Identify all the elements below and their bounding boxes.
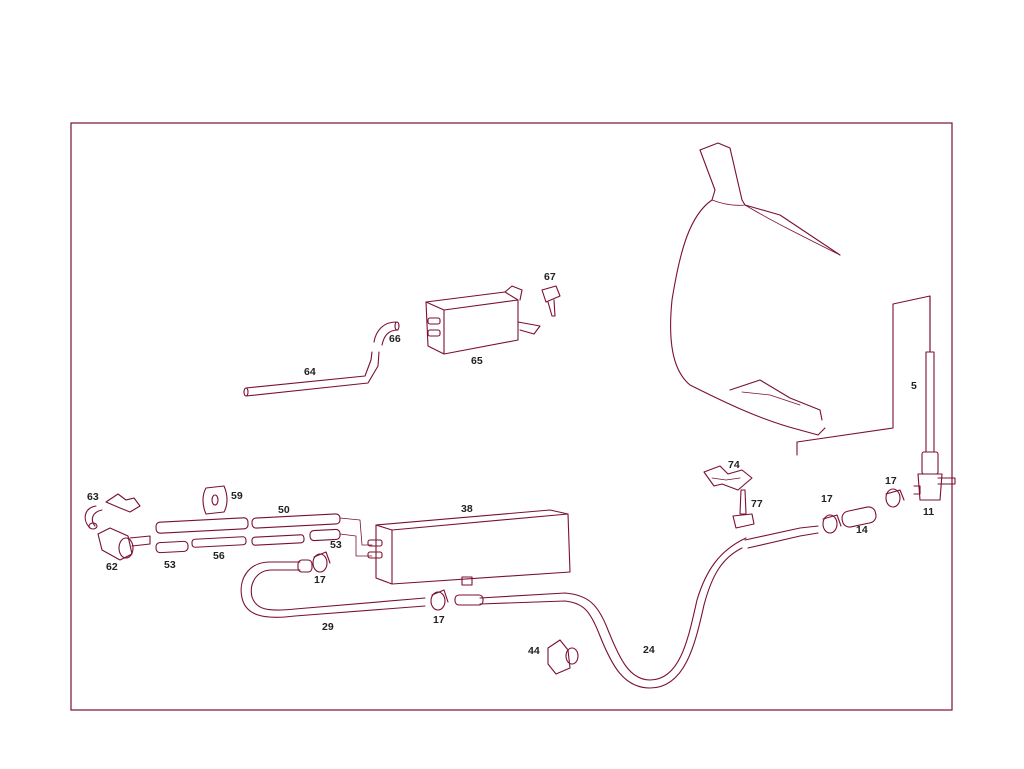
- label-67: 67: [544, 271, 556, 283]
- label-74: 74: [728, 459, 740, 471]
- label-53-left: 53: [164, 559, 176, 571]
- label-38: 38: [461, 503, 473, 515]
- fuel-tank: [670, 142, 931, 456]
- label-17-right: 17: [885, 475, 897, 487]
- label-44: 44: [528, 645, 540, 657]
- part-44-fitting: [547, 639, 579, 675]
- label-53-right: 53: [330, 539, 342, 551]
- part-5-pipe: [925, 295, 935, 453]
- part-14-hose: [841, 506, 877, 528]
- label-17-left: 17: [314, 574, 326, 586]
- label-59: 59: [231, 490, 243, 502]
- part-66-elbow: [373, 321, 400, 346]
- label-64: 64: [304, 366, 316, 378]
- part-17-clamp-mid: [822, 514, 842, 534]
- label-17-mid: 17: [821, 493, 833, 505]
- part-56-hose: [191, 534, 305, 548]
- label-5: 5: [911, 380, 917, 392]
- part-67-screw: [541, 285, 561, 317]
- part-59-grommet: [202, 485, 228, 515]
- label-65: 65: [471, 355, 483, 367]
- part-77-screw: [732, 489, 755, 529]
- part-53-hose-left: [155, 540, 189, 554]
- label-29: 29: [322, 621, 334, 633]
- label-50: 50: [278, 504, 290, 516]
- part-64-pipe: [243, 351, 380, 397]
- part-29-hose: [240, 559, 426, 618]
- label-17-lower: 17: [433, 614, 445, 626]
- part-17-clamp-right: [885, 488, 905, 508]
- part-62-valve: [97, 527, 151, 561]
- part-24-hose: [454, 525, 819, 689]
- part-hose-upper: [155, 517, 249, 534]
- label-77: 77: [751, 498, 763, 510]
- part-17-clamp-lower: [430, 589, 449, 611]
- diagram-frame: [70, 122, 953, 711]
- part-53-hose-right: [309, 528, 373, 557]
- part-74-bracket: [703, 465, 753, 491]
- part-63-elbow: [84, 493, 141, 530]
- label-62: 62: [106, 561, 118, 573]
- part-65-canister: [425, 285, 541, 355]
- label-14: 14: [856, 524, 868, 536]
- label-56: 56: [213, 550, 225, 562]
- part-17-clamp-left: [312, 551, 331, 573]
- label-11: 11: [923, 506, 934, 518]
- label-66: 66: [389, 333, 401, 345]
- part-38-canister: [367, 509, 571, 586]
- label-63: 63: [87, 491, 99, 503]
- part-11-valve: [913, 451, 956, 501]
- label-24: 24: [643, 644, 655, 656]
- part-50-hose: [251, 513, 373, 546]
